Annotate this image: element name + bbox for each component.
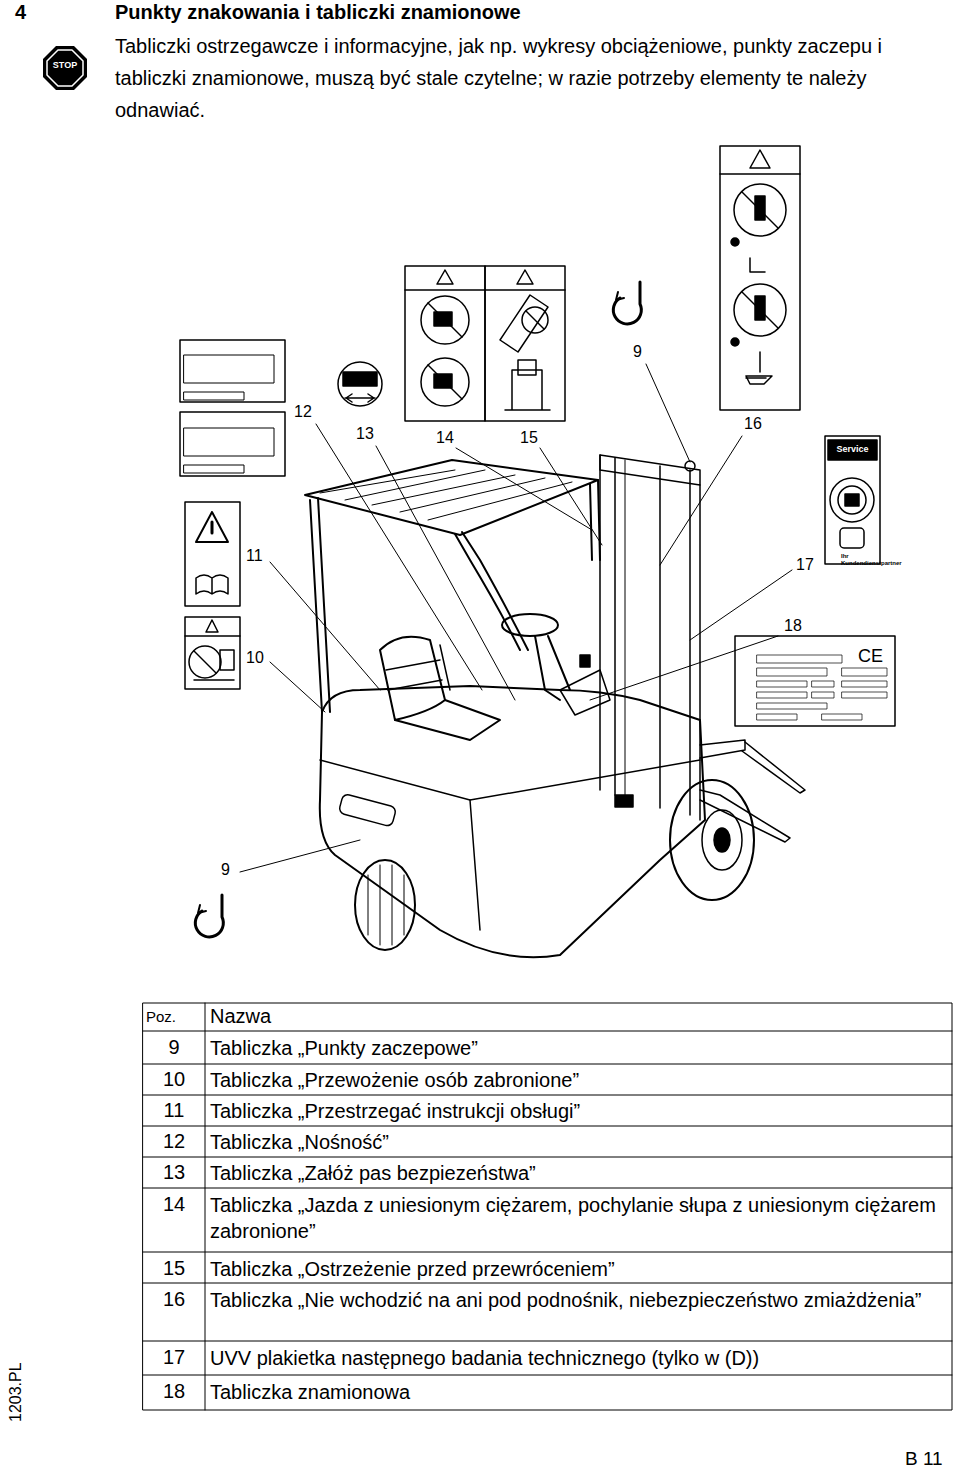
plate-text: Ihr Kundendienstpartner	[841, 553, 881, 566]
table-cell: Tabliczka znamionowa	[210, 1379, 945, 1405]
callout-number: 16	[744, 414, 770, 434]
table-cell: Tabliczka „Nośność”	[210, 1129, 945, 1155]
page-number: B 11	[905, 1447, 955, 1469]
table-cell: 11	[143, 1098, 205, 1123]
stop-sign-text: STOP	[46, 60, 84, 71]
table-cell: Tabliczka „Punkty zaczepowe”	[210, 1035, 945, 1061]
table-cell: 14	[143, 1192, 205, 1217]
table-cell: Tabliczka „Przestrzegać instrukcji obsłu…	[210, 1098, 945, 1124]
note-paragraph: Tabliczki ostrzegawcze i informacyjne, j…	[115, 30, 950, 126]
section-number: 4	[15, 0, 55, 25]
callout-number: 14	[436, 428, 462, 448]
table-header: Nazwa	[210, 1004, 945, 1029]
callout-number: 15	[520, 428, 546, 448]
table-cell: 9	[143, 1035, 205, 1060]
callout-number: 13	[356, 424, 382, 444]
callout-number: 9	[221, 860, 241, 880]
table-cell: Tabliczka „Załóż pas bezpiezeństwa”	[210, 1160, 945, 1186]
callout-number: 18	[784, 616, 810, 636]
callout-number: 9	[633, 342, 653, 362]
table-cell: 12	[143, 1129, 205, 1154]
table-cell: 13	[143, 1160, 205, 1185]
section-title: Punkty znakowania i tabliczki znamionowe	[115, 0, 935, 25]
table-cell: Tabliczka „Jazda z uniesionym ciężarem, …	[210, 1192, 945, 1244]
table-header: Poz.	[146, 1008, 202, 1027]
ce-mark: CE	[858, 645, 892, 668]
table-cell: Tabliczka „Ostrzeżenie przed przewróceni…	[210, 1256, 945, 1282]
table-cell: 10	[143, 1067, 205, 1092]
callout-number: 17	[796, 555, 822, 575]
table-cell: UVV plakietka następnego badania technic…	[210, 1345, 945, 1371]
table-cell: Tabliczka „Przewożenie osób zabronione”	[210, 1067, 945, 1093]
callout-number: 12	[294, 402, 320, 422]
table-cell: 17	[143, 1345, 205, 1370]
document-code: 1203.PL	[6, 1362, 26, 1422]
table-cell: 18	[143, 1379, 205, 1404]
table-cell: 16	[143, 1287, 205, 1312]
table-cell: Tabliczka „Nie wchodzić na ani pod podno…	[210, 1287, 945, 1313]
plate-text: Service	[828, 444, 877, 455]
callout-number: 11	[246, 546, 272, 566]
callout-number: 10	[246, 648, 272, 668]
table-cell: 15	[143, 1256, 205, 1281]
